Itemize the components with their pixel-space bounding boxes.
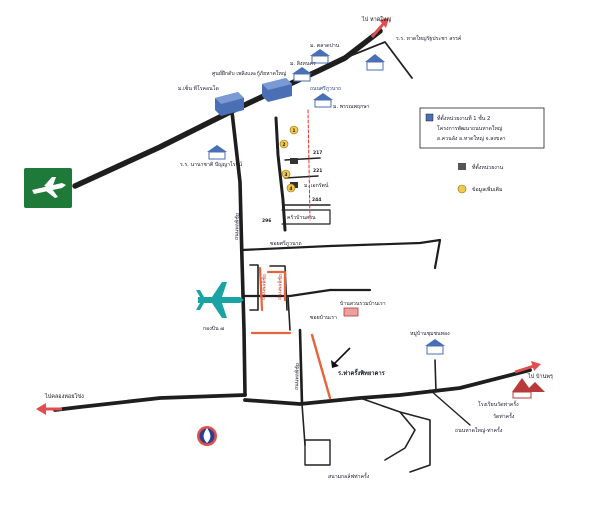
road-east-branch: [429, 389, 471, 426]
orange-road-4: [310, 333, 332, 400]
house-icon-community: [425, 339, 445, 355]
numbered-marker-2: 2: [279, 139, 289, 149]
legend-item-office: ที่ตั้งหน่วยงาน: [472, 163, 504, 171]
house-icon-school-top: [365, 54, 385, 71]
route-number-221: 221: [313, 168, 322, 174]
road-lower-network: [359, 397, 416, 461]
label-village-3: ม. พรรณพฤกษา: [333, 104, 370, 110]
svg-text:3: 3: [284, 172, 287, 178]
direction-label-east: ไป บ้านพรุ: [527, 373, 553, 380]
main-vertical-road: [230, 110, 247, 397]
label-road-main-vertical: ถนนพลพิชัย: [233, 213, 241, 240]
marker-vertical-road: [274, 116, 287, 232]
orange-road-1: [258, 266, 264, 312]
office-square-1: [290, 158, 298, 164]
bottom-horizontal-road: [243, 368, 532, 406]
road-block-orange: [249, 264, 259, 311]
label-temple: โรงเรียนวัดท่าครั้ง: [478, 400, 519, 408]
road-lower-vertical: [301, 403, 306, 446]
house-icon-school-nursery: [207, 145, 227, 160]
numbered-marker-1: 1: [289, 125, 299, 135]
numbered-marker-4: 4: [286, 183, 296, 193]
road-segment-center-2: [284, 175, 319, 179]
building-icon-hotel: [215, 92, 244, 116]
road-branch-top: [344, 41, 413, 79]
direction-arrow-northeast: [370, 18, 389, 38]
house-icon-village-4: [343, 307, 359, 317]
label-orange-road-1: ถนนพลพิชัย: [260, 274, 268, 300]
road-block-house: [281, 209, 331, 225]
label-road-store: ถนนศรีภูวนาถ: [310, 85, 341, 92]
route-number-296: 296: [262, 218, 271, 224]
direction-arrow-east: [514, 361, 541, 374]
label-community: หมู่บ้านชุมชนทอง: [410, 330, 450, 337]
direction-label-west: ไปคลองหอยโข่ง: [44, 392, 84, 400]
fuel-station-icon: [197, 426, 217, 446]
direction-arrow-west: [36, 403, 62, 415]
label-school-nursery: ร.ร. นานาชาติ ปัญญาโรจน์: [180, 161, 243, 168]
house-icon-village-3: [313, 93, 333, 108]
road-airfield-horizontal: [242, 288, 372, 298]
building-icon-fire-center: [262, 78, 292, 102]
legend-marker-icon: [457, 184, 467, 194]
legend-office-square-icon: [458, 163, 466, 170]
label-orange-road-2: ถนนพลพิชัย: [276, 274, 284, 300]
svg-text:1: 1: [292, 128, 295, 134]
road-lower-network-2: [399, 411, 431, 473]
label-bottom-center: สนามกอล์ฟท่าครั้ง: [328, 472, 370, 480]
west-road: [53, 393, 247, 412]
red-dashed-route: [307, 109, 311, 221]
airport-sign: [24, 168, 72, 208]
legend-title: ที่ตั้งหน่วยงานที่ 1 ชั้น 2: [437, 114, 490, 122]
numbered-marker-3: 3: [281, 169, 291, 179]
road-block-right: [269, 265, 288, 311]
label-village-2: ม. สิงหนคร: [290, 60, 316, 67]
label-village-4: บ้านสวนรวมบ้านเรา: [340, 300, 386, 307]
label-alley: ซอยศรีภูวนาถ: [270, 240, 302, 247]
legend-office-icon: [425, 113, 434, 122]
road-bottom-vertical: [298, 328, 304, 406]
temple-icon-2: [525, 382, 545, 392]
house-icon-village-2: [292, 67, 312, 82]
label-temple-sub: วัดท่าครั้ง: [493, 412, 515, 420]
road-network: [53, 28, 532, 473]
orange-road-2: [266, 270, 287, 302]
svg-text:4: 4: [289, 186, 292, 192]
route-number-244: 244: [312, 197, 321, 203]
label-fire-center: ศูนย์ฝึกดับ เพลิงและกู้ภัยหาดใหญ่: [212, 70, 287, 77]
temple-icon: [512, 378, 532, 399]
map-legend: ที่ตั้งหน่วยงานที่ 1 ชั้น 2 โครงการพัฒนา…: [419, 107, 545, 194]
legend-item-marker: ข้อมูลเพิ่มเติม: [472, 186, 502, 193]
legend-line-2: โครงการพัฒนาถนนหาดใหญ่: [437, 125, 503, 132]
label-road-bottom: ถนนหาดใหญ่-ท่าครั้ง: [455, 426, 503, 434]
mid-horizontal-road: [240, 238, 442, 270]
route-number-217: 217: [313, 150, 322, 156]
road-lower-block: [304, 439, 331, 466]
airfield-label: กองบิน ๗: [203, 325, 224, 332]
label-alley-2: ซอยบ้านเรา: [310, 314, 337, 321]
label-junction-arrow: ร.ท่าครั้งพิทยาคาร: [338, 368, 386, 377]
label-hotel: ม.เซ็น ทีโรคอนโด: [178, 84, 219, 92]
airfield-plane-icon: [196, 282, 244, 318]
legend-line-3: อ.ควนลัง อ.หาดใหญ่ จ.สงขลา: [437, 135, 506, 142]
label-place-kat: ม. เอกรัตน์: [304, 182, 329, 189]
airplane-icon: [32, 177, 66, 198]
direction-label-north: ไป หาดใหญ่: [361, 16, 392, 23]
label-house: ครัวบ้านสวน: [287, 214, 316, 221]
house-icon-village-1: [310, 49, 330, 64]
svg-text:2: 2: [282, 142, 285, 148]
label-road-bottom-vertical: ถนนพลพิชัย: [293, 363, 301, 390]
road-mid-vertical: [287, 295, 291, 331]
label-village-1: ม. ตลาดปาน: [310, 43, 340, 49]
label-school-top: ร.ร. หาดใหญ่รัฐประชา สรรค์: [396, 35, 462, 42]
road-community-vertical: [434, 359, 437, 393]
junction-arrow-icon: [331, 347, 351, 368]
